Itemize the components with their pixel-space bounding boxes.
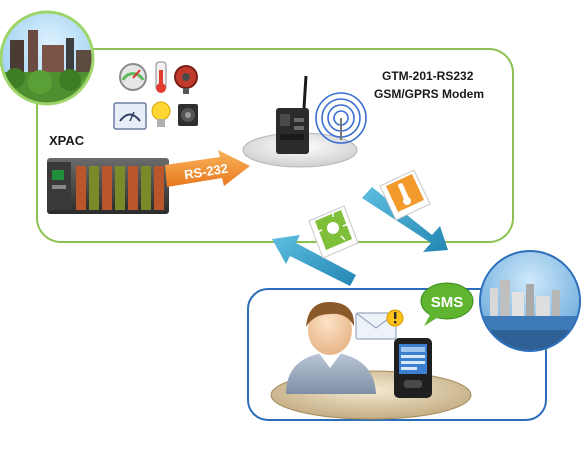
lightbulb-icon bbox=[151, 101, 171, 127]
valve-icon bbox=[174, 65, 198, 94]
sms-label: SMS bbox=[431, 294, 464, 311]
wireless-arrow-lower bbox=[272, 235, 356, 286]
motor-icon bbox=[178, 104, 198, 126]
scale-icon bbox=[113, 102, 147, 130]
person-avatar bbox=[286, 301, 376, 394]
modem-model-label: GTM-201-RS232 bbox=[382, 69, 474, 83]
pac-controller bbox=[47, 158, 169, 214]
thermometer-icon bbox=[155, 61, 167, 93]
wireless-arrow-upper bbox=[362, 187, 448, 252]
antenna-signal-icon bbox=[315, 92, 367, 144]
modem-type-label: GSM/GPRS Modem bbox=[374, 87, 485, 101]
temperature-alert-card bbox=[379, 169, 431, 221]
sms-bubble: SMS bbox=[420, 282, 474, 326]
controller-label: XPAC bbox=[49, 133, 85, 148]
mobile-phone bbox=[394, 338, 432, 398]
light-alert-card bbox=[308, 205, 359, 259]
rs232-link-arrow bbox=[165, 150, 250, 187]
factory-photo bbox=[0, 10, 95, 106]
gauge-icon bbox=[119, 63, 147, 91]
gsm-modem bbox=[242, 75, 358, 168]
email-alert-icon bbox=[355, 309, 404, 340]
